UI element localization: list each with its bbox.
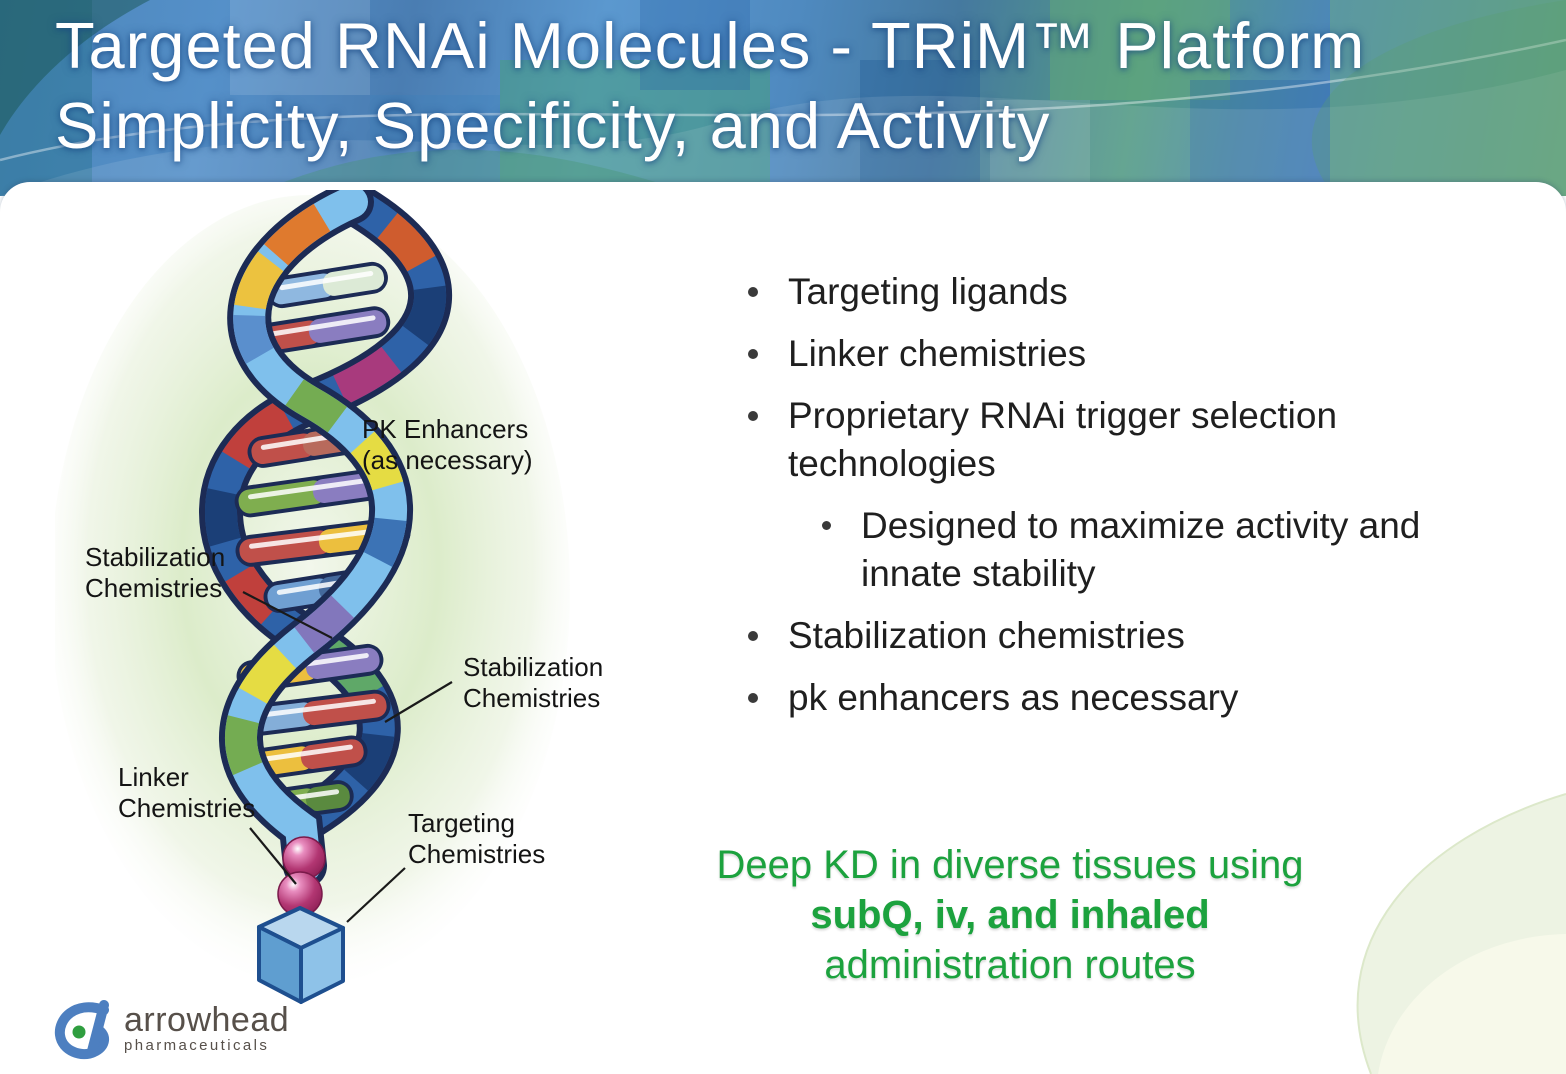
bullet-item: Stabilization chemistries bbox=[748, 612, 1511, 660]
mosaic-tile bbox=[640, 0, 750, 90]
label-stabilization-right: Stabilization Chemistries bbox=[463, 652, 604, 713]
bullet-list: Targeting ligands Linker chemistries Pro… bbox=[748, 268, 1511, 736]
arrowhead-logo-icon bbox=[54, 1000, 110, 1060]
targeting-cube bbox=[257, 906, 345, 1004]
slide-title-line2: Simplicity, Specificity, and Activity bbox=[55, 89, 1051, 162]
bullet-dot-icon bbox=[748, 349, 758, 359]
slide-header: Targeted RNAi Molecules - TRiM™ Platform… bbox=[0, 0, 1566, 196]
helix-back-strand bbox=[199, 190, 452, 844]
slide-title: Targeted RNAi Molecules - TRiM™ Platform… bbox=[55, 6, 1365, 166]
highlight-statement: Deep KD in diverse tissues using subQ, i… bbox=[650, 840, 1370, 990]
label-stabilization-left: Stabilization Chemistries bbox=[85, 542, 226, 603]
mosaic-tile bbox=[860, 60, 980, 196]
bullet-item: Linker chemistries bbox=[748, 330, 1511, 378]
header-mosaic-background bbox=[0, 0, 1566, 196]
bullet-dot-icon bbox=[748, 631, 758, 641]
label-targeting-chemistries: Targeting Chemistries bbox=[408, 808, 546, 869]
linker-spheres bbox=[277, 836, 326, 917]
logo-tagline-text: pharmaceuticals bbox=[124, 1037, 270, 1054]
highlight-line2: subQ, iv, and inhaled bbox=[810, 893, 1210, 937]
slide-title-line1: Targeted RNAi Molecules - TRiM™ Platform bbox=[55, 9, 1366, 82]
bullet-dot-icon bbox=[822, 521, 831, 530]
label-leader-lines bbox=[242, 591, 453, 923]
mosaic-tile bbox=[0, 0, 92, 196]
mosaic-tile bbox=[370, 95, 500, 196]
bullet-subitem: Designed to maximize activity and innate… bbox=[822, 502, 1511, 598]
mosaic-tile bbox=[1330, 0, 1566, 196]
bullet-dot-icon bbox=[748, 411, 758, 421]
helix-front-strand bbox=[219, 190, 414, 888]
bullet-item: Proprietary RNAi trigger selection techn… bbox=[748, 392, 1511, 488]
mosaic-tile bbox=[1190, 80, 1330, 196]
mosaic-tile bbox=[230, 0, 370, 95]
bullet-item: pk enhancers as necessary bbox=[748, 674, 1511, 722]
mosaic-tile bbox=[990, 100, 1090, 196]
corner-leaf-decoration bbox=[1356, 793, 1566, 1074]
bullet-item: Targeting ligands bbox=[748, 268, 1511, 316]
dna-helix-illustration bbox=[55, 190, 570, 1004]
highlight-line3: administration routes bbox=[824, 943, 1196, 987]
company-logo: arrowhead pharmaceuticals bbox=[52, 998, 289, 1060]
bullet-dot-icon bbox=[748, 287, 758, 297]
mosaic-tile bbox=[1050, 0, 1230, 100]
mosaic-tile bbox=[500, 60, 770, 196]
logo-brand-text: arrowhead bbox=[124, 1001, 290, 1039]
label-pk-enhancers: PK Enhancers (as necessary) bbox=[362, 414, 533, 475]
highlight-line1: Deep KD in diverse tissues using bbox=[716, 843, 1304, 887]
label-linker-chemistries: Linker Chemistries bbox=[118, 762, 256, 823]
bullet-dot-icon bbox=[748, 693, 758, 703]
